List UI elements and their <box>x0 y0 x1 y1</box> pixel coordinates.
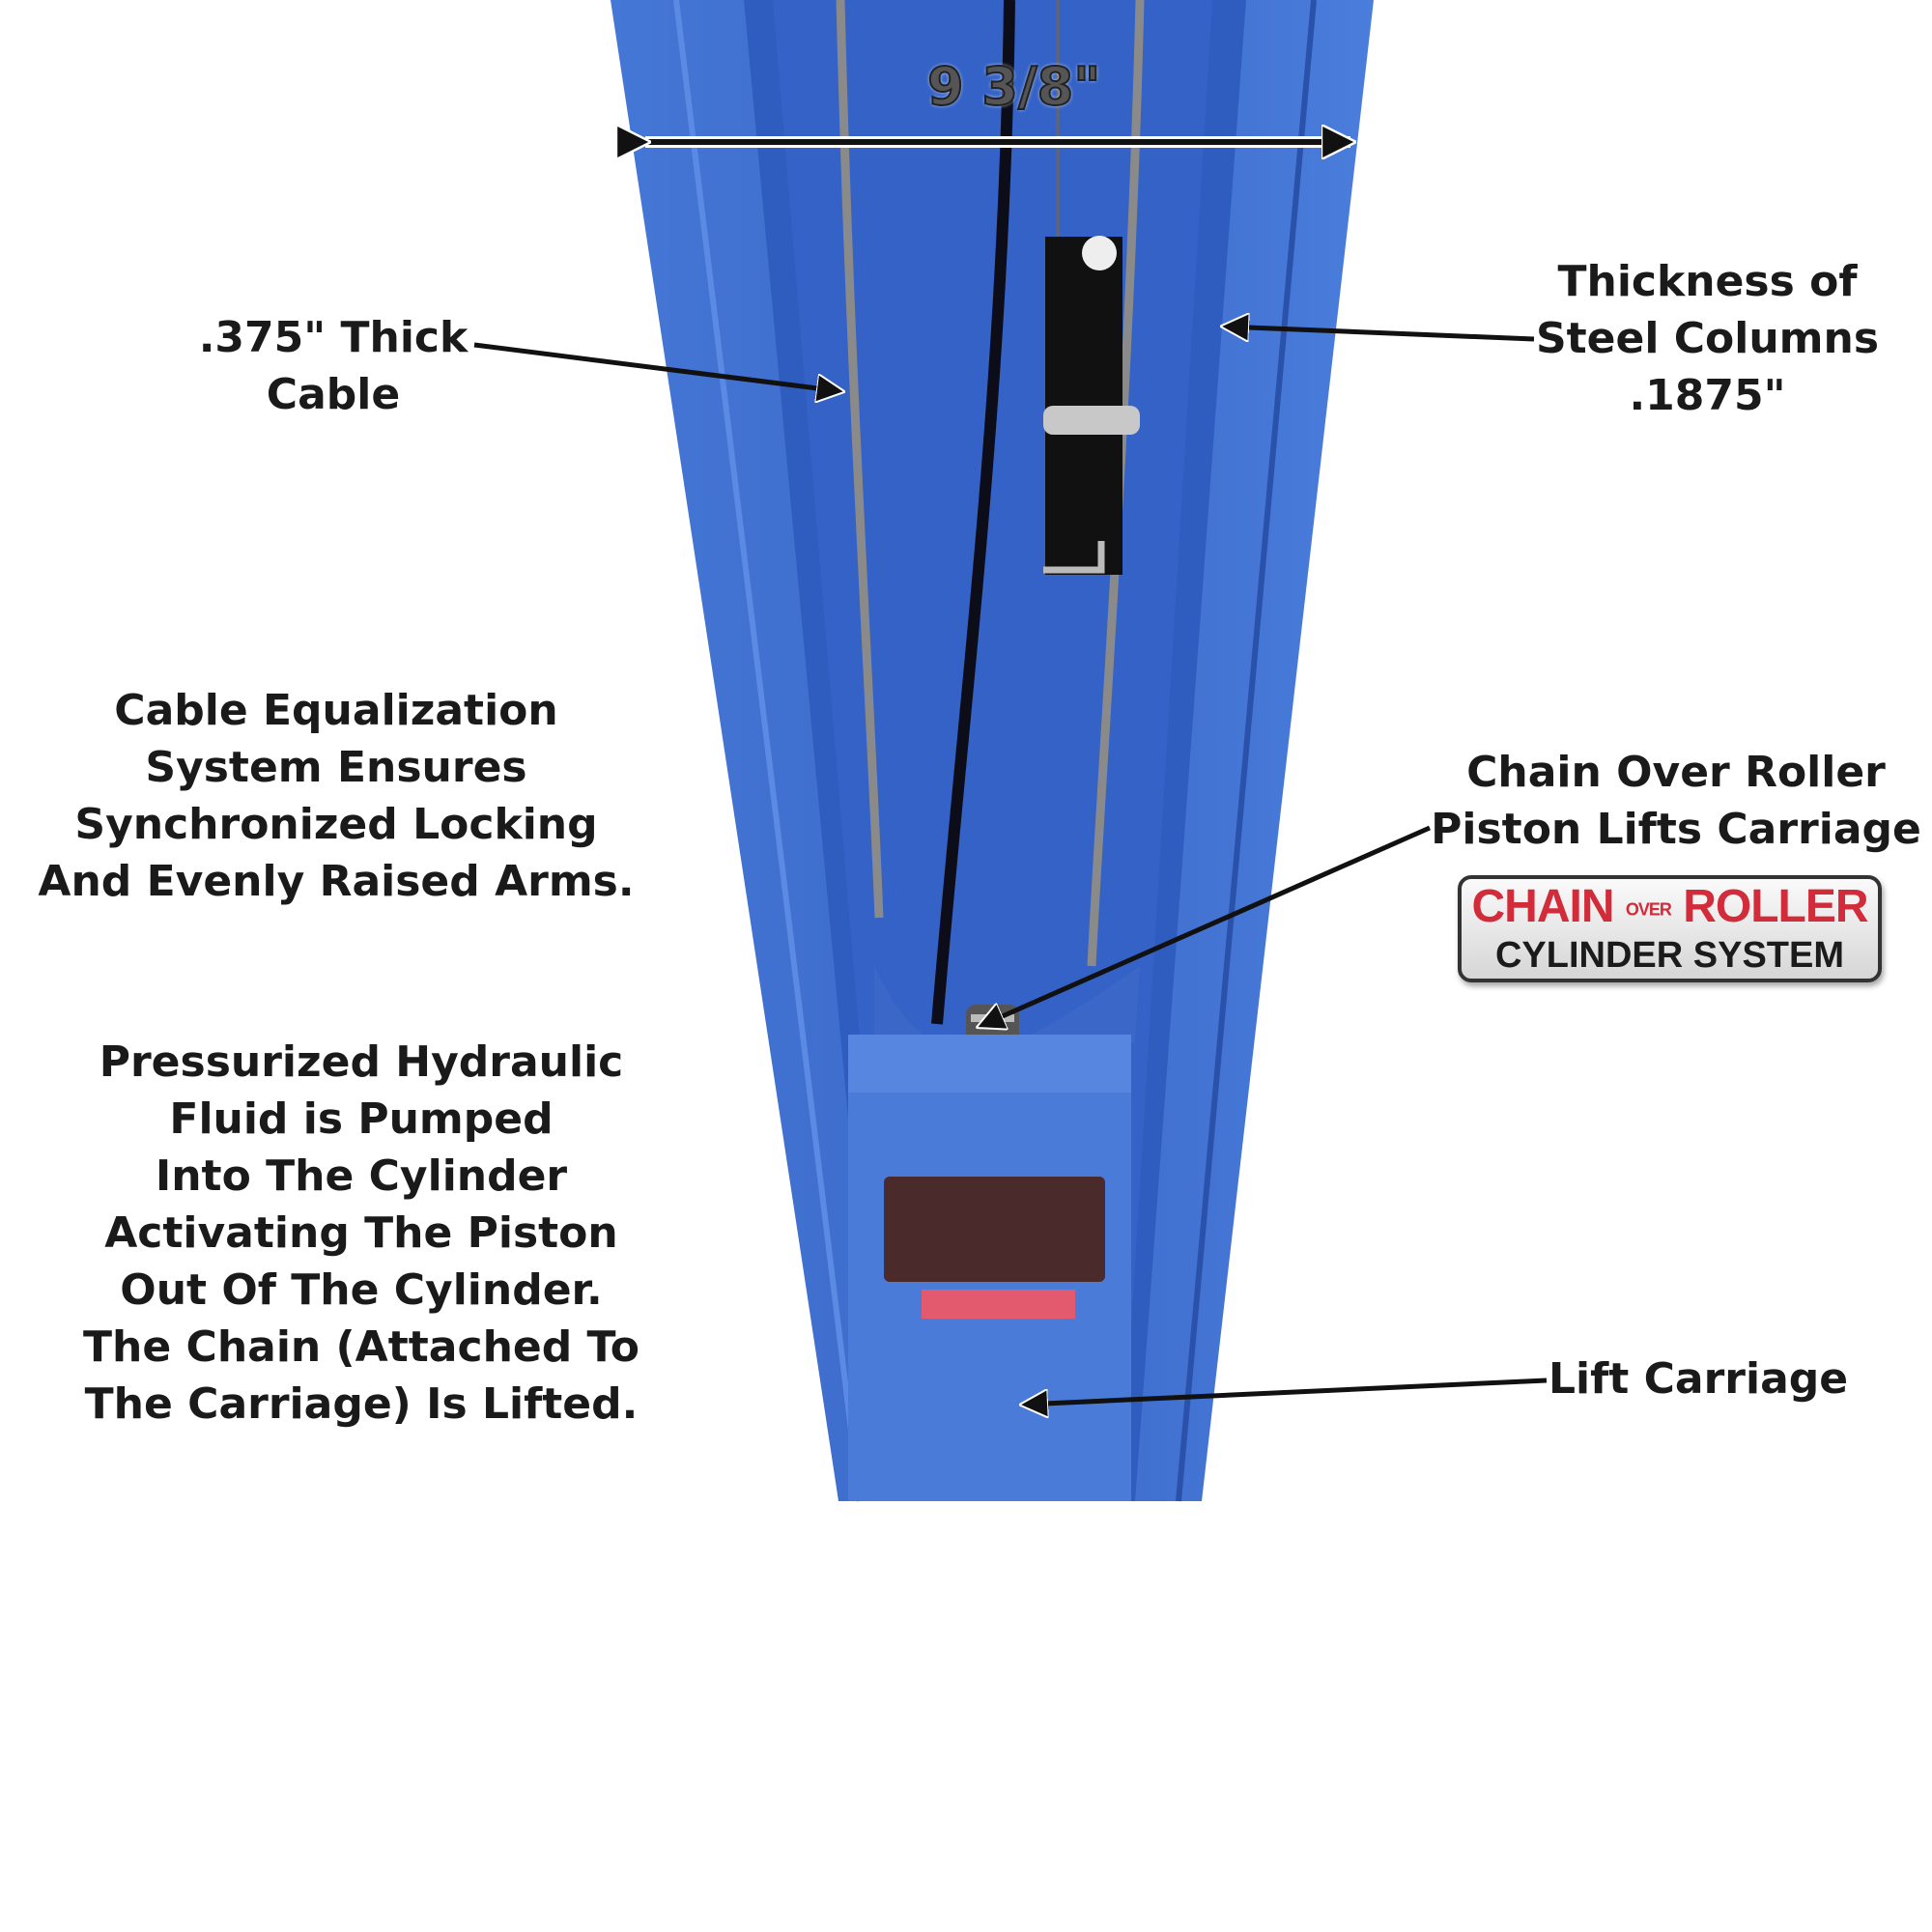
label-line: Thickness of <box>1557 257 1858 306</box>
label-line: Fluid is Pumped <box>169 1094 554 1144</box>
label-line: Into The Cylinder <box>155 1151 568 1201</box>
chain-over-roller-badge: CHAIN OVER ROLLER CYLINDER SYSTEM <box>1458 875 1882 982</box>
roller-arrow <box>980 825 1432 1026</box>
label-line: Chain Over Roller <box>1466 748 1886 797</box>
label-line: System Ensures <box>145 743 527 792</box>
label-line: Activating The Piston <box>104 1208 618 1258</box>
callout-arrows <box>473 327 1548 1405</box>
lock-mechanism <box>1043 236 1140 575</box>
lift-carriage-label: Lift Carriage <box>1548 1354 1849 1404</box>
label-line: .1875" <box>1629 371 1786 420</box>
hydraulic-label: Pressurized Hydraulic Fluid is Pumped In… <box>62 1034 661 1433</box>
label-line: Piston Lifts Carriage <box>1431 805 1921 854</box>
equalization-label: Cable Equalization System Ensures Synchr… <box>27 682 645 910</box>
chain-roller-label: Chain Over Roller Piston Lifts Carriage <box>1430 744 1922 858</box>
badge-text: CYLINDER SYSTEM <box>1494 935 1845 977</box>
label-line: Steel Columns <box>1535 314 1880 363</box>
label-line: The Chain (Attached To <box>83 1322 639 1372</box>
label-line: .375" Thick <box>198 313 469 362</box>
cable-arrow <box>473 342 840 391</box>
label-line: The Carriage) Is Lifted. <box>84 1379 639 1429</box>
label-line: And Evenly Raised Arms. <box>38 857 635 906</box>
column-thickness-label: Thickness of Steel Columns .1875" <box>1526 253 1889 424</box>
width-dimension-label: 9 3/8" <box>926 55 1101 118</box>
cable-label: .375" Thick Cable <box>193 309 473 423</box>
lift-carriage <box>848 1035 1131 1501</box>
label-line: Synchronized Locking <box>74 800 598 849</box>
badge-text: ROLLER <box>1683 881 1868 932</box>
label-line: Out Of The Cylinder. <box>120 1265 603 1315</box>
badge-text: OVER <box>1625 899 1672 920</box>
label-line: Cable <box>266 370 401 419</box>
label-line: Pressurized Hydraulic <box>99 1037 624 1087</box>
carriage-arrow <box>1024 1378 1548 1405</box>
badge-text: CHAIN <box>1471 881 1614 932</box>
column-thickness-arrow <box>1225 327 1535 339</box>
label-line: Cable Equalization <box>114 686 558 735</box>
